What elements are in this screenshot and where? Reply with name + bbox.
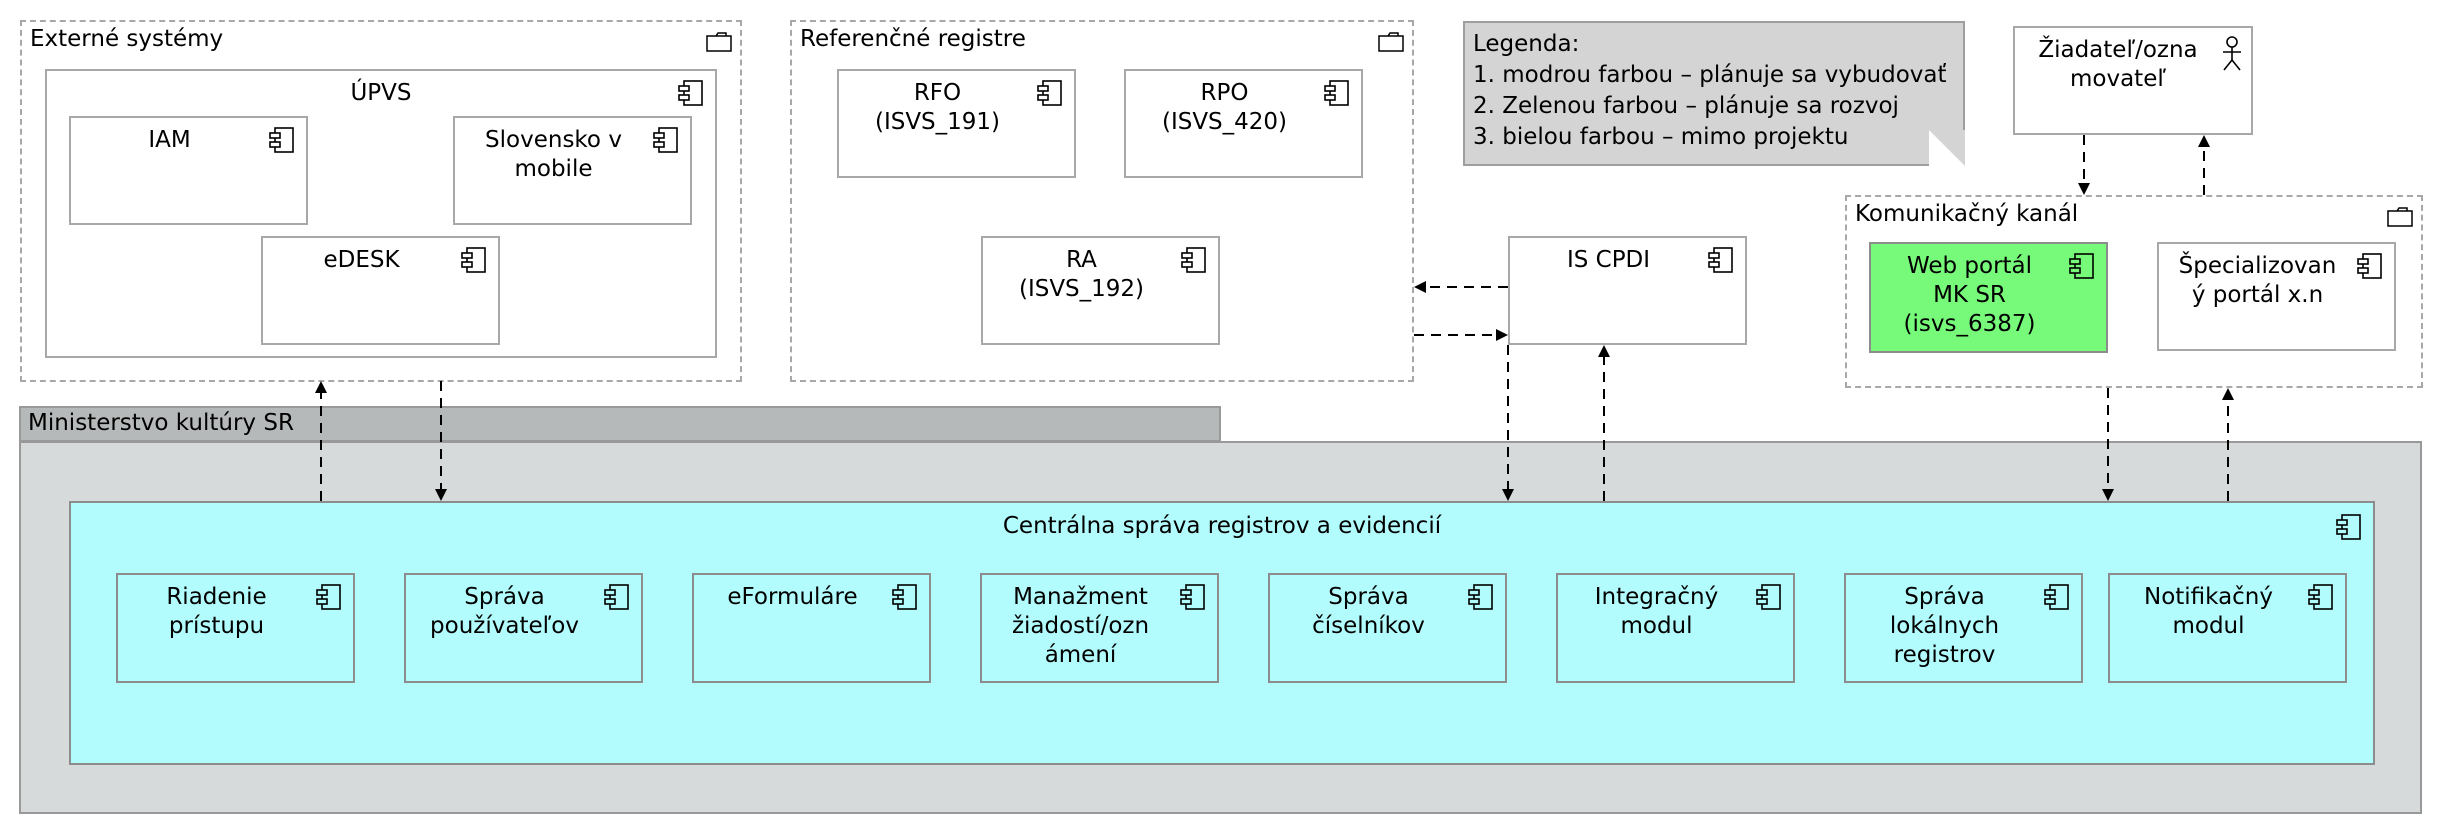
folder-icon xyxy=(1378,32,1404,52)
component-label: Správa lokálnych registrov xyxy=(1889,584,2000,668)
legend-line-3: 3. bielou farbou – mimo projektu xyxy=(1473,124,1849,150)
component-iam: IAM xyxy=(69,116,308,225)
component-edesk: eDESK xyxy=(261,236,500,345)
component-label: RA (ISVS_192) xyxy=(1018,247,1145,302)
component-slovensko-v-mobile: Slovensko v mobile xyxy=(453,116,692,225)
component-label: IS CPDI xyxy=(1566,247,1651,273)
component-icon xyxy=(1180,584,1205,610)
legend-line-2: 2. Zelenou farbou – plánuje sa rozvoj xyxy=(1473,93,1899,119)
component-icon xyxy=(461,247,486,273)
component-specializovany-portal: Špecializovan ý portál x.n xyxy=(2157,242,2396,351)
component-label: RFO (ISVS_191) xyxy=(874,80,1001,135)
package-title: Externé systémy xyxy=(30,26,224,52)
actor-ziadatel: Žiadateľ/ozna movateľ xyxy=(2013,26,2253,135)
component-icon xyxy=(2308,584,2333,610)
component-label: Centrálna správa registrov a evidencií xyxy=(1002,513,1442,539)
component-label: IAM xyxy=(148,127,191,153)
actor-label: Žiadateľ/ozna movateľ xyxy=(2038,37,2198,92)
module-eformulare: eFormuláre xyxy=(692,573,931,683)
note-fold xyxy=(1929,130,1965,166)
module-riadenie-pristupu: Riadenie prístupu xyxy=(116,573,355,683)
component-web-portal: Web portál MK SR (isvs_6387) xyxy=(1869,242,2108,353)
module-sprava-lokalnych-registrov: Správa lokálnych registrov xyxy=(1844,573,2083,683)
actor-icon xyxy=(2223,36,2241,71)
component-label: Notifikačný modul xyxy=(2143,584,2273,639)
component-icon xyxy=(1708,247,1733,273)
folder-icon xyxy=(2387,207,2413,227)
module-manazment-ziadosti: Manažment žiadostí/ozn ámení xyxy=(980,573,1219,683)
legend-note: Legenda: 1. modrou farbou – plánuje sa v… xyxy=(1463,21,1965,166)
component-label: Slovensko v mobile xyxy=(485,127,622,182)
component-icon xyxy=(653,127,678,153)
component-icon xyxy=(892,584,917,610)
component-icon xyxy=(1037,80,1062,106)
component-icon xyxy=(1756,584,1781,610)
component-icon xyxy=(2357,253,2382,279)
component-rfo: RFO (ISVS_191) xyxy=(837,69,1076,178)
component-label: RPO (ISVS_420) xyxy=(1161,80,1288,135)
component-label: Web portál MK SR (isvs_6387) xyxy=(1903,253,2036,337)
component-icon xyxy=(1181,247,1206,273)
component-label: Riadenie prístupu xyxy=(166,584,267,639)
module-sprava-pouzivatelov: Správa používateľov xyxy=(404,573,643,683)
module-sprava-ciselnikov: Správa číselníkov xyxy=(1268,573,1507,683)
component-icon xyxy=(2069,253,2094,279)
component-icon xyxy=(678,80,703,106)
component-is-cpdi: IS CPDI xyxy=(1508,236,1747,345)
component-icon xyxy=(1468,584,1493,610)
component-label: Správa používateľov xyxy=(430,584,579,639)
component-icon xyxy=(2044,584,2069,610)
component-label: ÚPVS xyxy=(350,80,412,106)
component-rpo: RPO (ISVS_420) xyxy=(1124,69,1363,178)
module-notifikacny: Notifikačný modul xyxy=(2108,573,2347,683)
component-ra: RA (ISVS_192) xyxy=(981,236,1220,345)
component-icon xyxy=(2336,514,2361,540)
legend-title: Legenda: xyxy=(1473,31,1580,57)
folder-icon xyxy=(706,32,732,52)
component-label: Manažment žiadostí/ozn ámení xyxy=(1011,584,1150,668)
legend-line-1: 1. modrou farbou – plánuje sa vybudovať xyxy=(1473,62,1947,88)
package-title: Komunikačný kanál xyxy=(1855,201,2079,227)
package-title: Referenčné registre xyxy=(800,26,1026,52)
legend-text: Legenda: 1. modrou farbou – plánuje sa v… xyxy=(1473,29,1947,153)
component-label: Špecializovan ý portál x.n xyxy=(2178,253,2337,308)
component-icon xyxy=(1324,80,1349,106)
module-integracny: Integračný modul xyxy=(1556,573,1795,683)
component-icon xyxy=(269,127,294,153)
component-icon xyxy=(316,584,341,610)
component-label: Správa číselníkov xyxy=(1312,584,1425,639)
component-label: eFormuláre xyxy=(727,584,858,610)
component-icon xyxy=(604,584,629,610)
component-label: Integračný modul xyxy=(1594,584,1719,639)
component-label: eDESK xyxy=(323,247,400,273)
package-title: Ministerstvo kultúry SR xyxy=(28,410,294,436)
